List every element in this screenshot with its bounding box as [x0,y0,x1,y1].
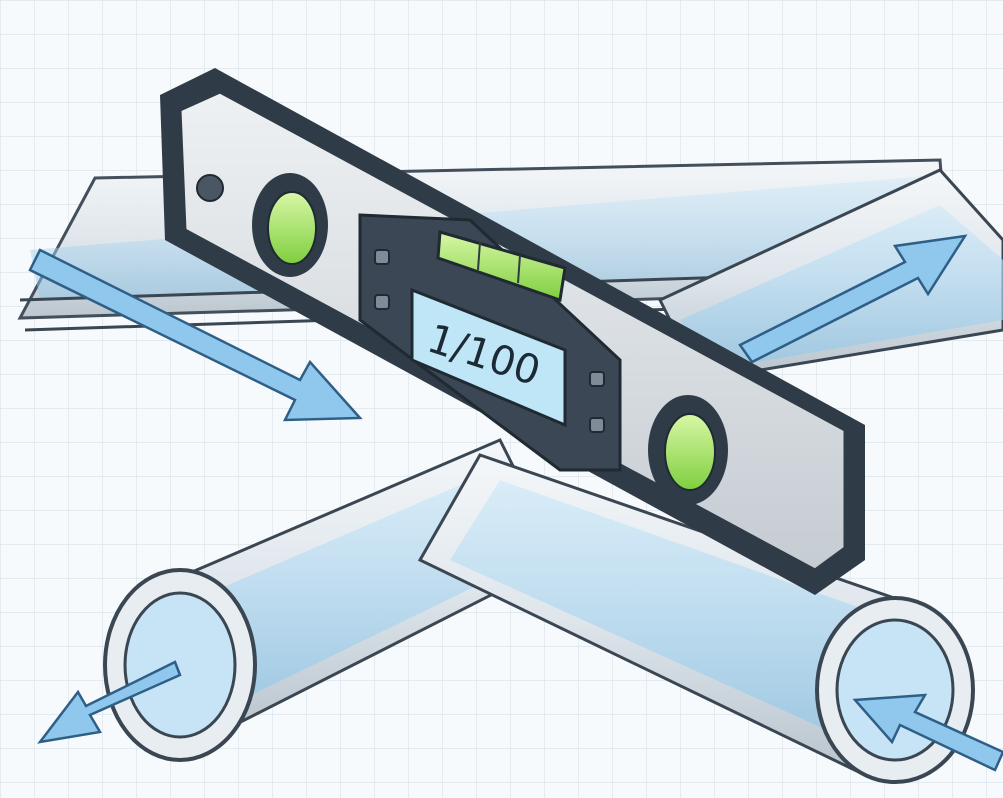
level-screw-icon [197,175,223,201]
level-button-2[interactable] [375,295,389,309]
level-button-4[interactable] [590,418,604,432]
left-bubble-vial-icon [268,192,316,264]
level-button-3[interactable] [590,372,604,386]
level-button-1[interactable] [375,250,389,264]
right-bubble-vial-icon [665,414,715,490]
